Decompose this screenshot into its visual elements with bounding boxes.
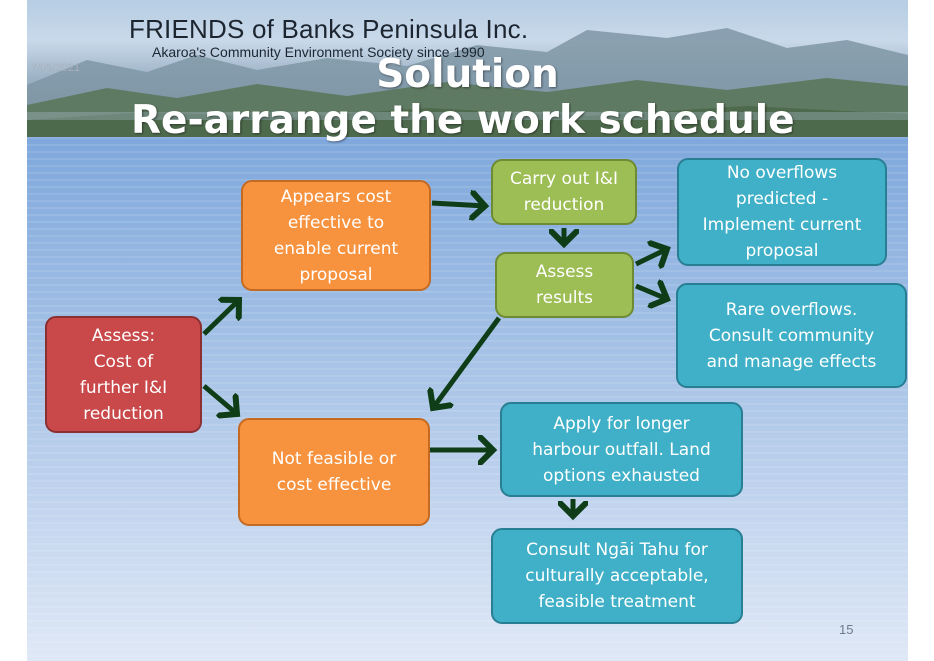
arrow-results-to-notfeasible: [433, 316, 502, 408]
arrow-assess-to-appears: [202, 300, 239, 336]
node-assess-results: Assess results: [495, 252, 634, 318]
node-rare-overflows: Rare overflows. Consult community and ma…: [676, 283, 907, 388]
slide-title-line2: Re-arrange the work schedule: [131, 98, 795, 143]
page-number: 15: [839, 622, 854, 637]
arrow-results-to-rare: [635, 286, 667, 299]
node-not-feasible: Not feasible or cost effective: [238, 418, 430, 526]
org-tagline: Akaroa's Community Environment Society s…: [152, 44, 485, 60]
node-assess-cost: Assess: Cost of further I&I reduction: [45, 316, 202, 433]
slide-title-line1: Solution: [376, 52, 559, 97]
flow-arrows: [202, 0, 908, 661]
arrow-results-to-nooverflows: [634, 249, 667, 264]
mountain-landscape-image: [27, 28, 908, 137]
node-carry-out-reduction: Carry out I&I reduction: [491, 159, 637, 225]
node-apply-outfall: Apply for longer harbour outfall. Land o…: [500, 402, 743, 497]
slide-date: 7/05/2021: [31, 62, 80, 74]
arrow-assess-to-notfeasible: [202, 384, 237, 414]
org-name: FRIENDS of Banks Peninsula Inc.: [129, 14, 529, 44]
node-appears-cost-effective: Appears cost effective to enable current…: [241, 180, 431, 291]
slide: FRIENDS of Banks Peninsula Inc. Akaroa's…: [27, 0, 908, 661]
arrow-appears-to-carryout: [431, 203, 485, 206]
node-no-overflows: No overflows predicted - Implement curre…: [677, 158, 887, 266]
header-banner: FRIENDS of Banks Peninsula Inc. Akaroa's…: [27, 0, 908, 137]
node-consult-ngai-tahu: Consult Ngāi Tahu for culturally accepta…: [491, 528, 743, 624]
